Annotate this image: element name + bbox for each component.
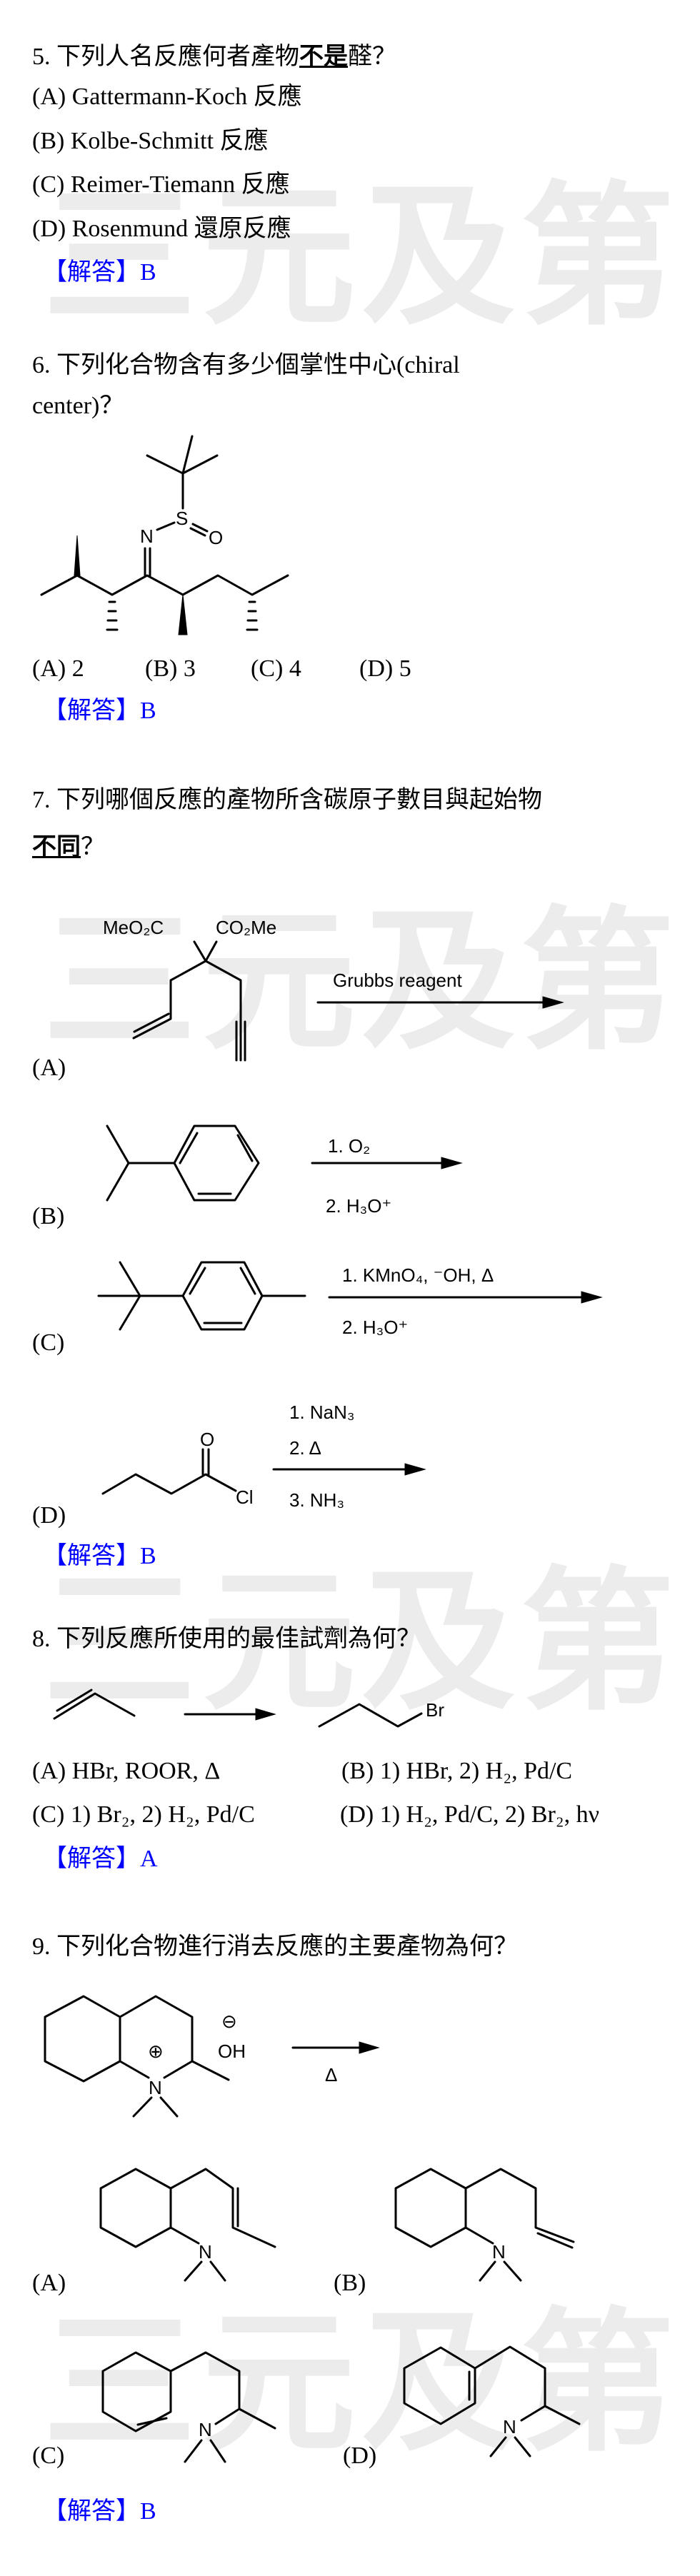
- answer-label: 【解答】: [43, 698, 140, 724]
- option-b: (B) 1) HBr, 2) H₂, Pd/C: [341, 1758, 573, 1784]
- question-mark: ？: [81, 834, 105, 860]
- oxygen-label: O: [209, 527, 223, 548]
- answer-value: A: [140, 1846, 158, 1872]
- answer: 【解答】B: [43, 697, 156, 725]
- positive-charge: ⊕: [148, 2041, 164, 2062]
- option-d-label: (D): [343, 2442, 377, 2469]
- q9-option-b-structure: N: [394, 2168, 575, 2282]
- reagent-step-3: 3. NH₃: [289, 1489, 344, 1511]
- q6-sulfinimine-structure: N S O: [40, 435, 289, 635]
- ester-label: MeO₂C: [103, 917, 164, 938]
- nitrogen-label: N: [199, 2419, 212, 2440]
- answer-value: B: [140, 698, 156, 724]
- chlorine-label: Cl: [236, 1486, 254, 1508]
- emphasis: 不同: [32, 834, 81, 860]
- option-b-label: (B): [334, 2270, 366, 2296]
- option-b: (B) Kolbe-Schmitt 反應: [32, 128, 269, 154]
- q7c-tert-butyltoluene-reaction: 1. KMnO₄, ⁻OH, Δ 2. H₃O⁺: [97, 1261, 603, 1338]
- q9-option-a-structure: N: [99, 2168, 276, 2282]
- question-text: center)？: [32, 393, 124, 419]
- reagent-step-2: 2. H₃O⁺: [326, 1195, 391, 1217]
- option-d-label: (D): [32, 1502, 66, 1529]
- q7a-enyne-reaction: MeO₂C CO₂Me Grubbs reagent: [103, 917, 564, 1062]
- question-text: 下列哪個反應的產物所含碳原子數目與起始物: [56, 787, 542, 813]
- q8-reaction-scheme: Br: [53, 1689, 444, 1728]
- reagent-step-2: 2. Δ: [289, 1437, 321, 1459]
- nitrogen-label: N: [492, 2241, 506, 2263]
- watermark: 三元及第: [43, 167, 680, 346]
- watermark: 三元及第: [43, 892, 680, 1071]
- q9-option-c-structure: N: [101, 2351, 276, 2463]
- negative-charge: ⊖: [221, 2011, 237, 2032]
- option-b-label: (B): [32, 1203, 65, 1229]
- answer-label: 【解答】: [43, 259, 140, 286]
- question-text: 下列化合物含有多少個掌性中心(chiral: [56, 352, 460, 378]
- question-number: 8.: [32, 1626, 51, 1652]
- answer-label: 【解答】: [43, 1846, 140, 1872]
- emphasis: 不是: [299, 44, 348, 70]
- reagent-step-2: 2. H₃O⁺: [342, 1317, 408, 1338]
- nitrogen-label: N: [503, 2416, 516, 2437]
- question-text: 不同？: [32, 833, 105, 862]
- q9-ammonium-reactant: N ⊕ ⊖ OH Δ: [44, 1995, 380, 2118]
- sulfur-label: S: [176, 508, 188, 529]
- reagent-step-1: 1. NaN₃: [289, 1402, 355, 1423]
- option-a: (A) HBr, ROOR, Δ: [32, 1758, 221, 1784]
- question-number: 6.: [32, 352, 51, 378]
- question-number: 5.: [32, 44, 51, 70]
- watermark: 三元及第: [43, 2293, 680, 2472]
- answer-value: B: [140, 1543, 156, 1569]
- question-5: 5. 下列人名反應何者產物不是醛？: [32, 43, 396, 71]
- question-number: 7.: [32, 787, 51, 813]
- option-d: (D) 5: [359, 655, 411, 682]
- answer-label: 【解答】: [43, 1543, 140, 1569]
- option-c: (C) 1) Br₂, 2) H₂, Pd/C: [32, 1801, 255, 1828]
- answer: 【解答】B: [43, 258, 156, 287]
- hydroxide-label: OH: [218, 2041, 246, 2062]
- question-number: 9.: [32, 1933, 51, 1960]
- oxygen-label: O: [200, 1429, 214, 1450]
- answer: 【解答】B: [43, 1542, 156, 1571]
- answer: 【解答】B: [43, 2497, 156, 2526]
- nitrogen-label: N: [149, 2077, 162, 2098]
- option-a-label: (A): [32, 2270, 66, 2296]
- q7b-cumene-reaction: 1. O₂ 2. H₃O⁺: [106, 1125, 463, 1217]
- option-c-label: (C): [32, 1329, 65, 1356]
- option-a: (A) Gattermann-Koch 反應: [32, 84, 302, 110]
- question-6: 6. 下列化合物含有多少個掌性中心(chiral: [32, 351, 460, 380]
- reagent-step-1: 1. O₂: [328, 1135, 370, 1157]
- bromine-label: Br: [426, 1699, 444, 1721]
- answer: 【解答】A: [43, 1845, 158, 1873]
- nitrogen-label: N: [199, 2241, 212, 2263]
- question-9: 9. 下列化合物進行消去反應的主要產物為何？: [32, 1933, 518, 1961]
- option-a: (A) 2: [32, 655, 84, 682]
- option-c: (C) Reimer-Tiemann 反應: [32, 171, 290, 198]
- option-c-label: (C): [32, 2442, 65, 2469]
- option-b: (B) 3: [145, 655, 196, 682]
- answer-label: 【解答】: [43, 2498, 140, 2525]
- watermark: 三元及第: [43, 1552, 680, 1731]
- question-7: 7. 下列哪個反應的產物所含碳原子數目與起始物: [32, 786, 542, 815]
- q9-option-d-structure: N: [403, 2345, 581, 2457]
- reagent-label: Grubbs reagent: [333, 970, 462, 991]
- ester-label: CO₂Me: [216, 917, 276, 938]
- question-text: 醛？: [348, 44, 396, 70]
- q7d-acyl-chloride-reaction: O Cl 1. NaN₃ 2. Δ 3. NH₃: [101, 1402, 426, 1511]
- option-a-label: (A): [32, 1055, 66, 1081]
- option-c: (C) 4: [251, 655, 301, 682]
- answer-value: B: [140, 259, 156, 286]
- question-8: 8. 下列反應所使用的最佳試劑為何？: [32, 1625, 421, 1654]
- question-text: 下列人名反應何者產物: [56, 44, 299, 70]
- answer-value: B: [140, 2498, 156, 2525]
- option-d: (D) 1) H₂, Pd/C, 2) Br₂, hν: [340, 1801, 600, 1828]
- question-text: 下列反應所使用的最佳試劑為何？: [56, 1626, 421, 1652]
- reagent-step-1: 1. KMnO₄, ⁻OH, Δ: [342, 1264, 494, 1286]
- question-text: 下列化合物進行消去反應的主要產物為何？: [56, 1933, 518, 1960]
- option-d: (D) Rosenmund 還原反應: [32, 216, 291, 242]
- heat-label: Δ: [325, 2064, 337, 2086]
- nitrogen-label: N: [140, 525, 154, 547]
